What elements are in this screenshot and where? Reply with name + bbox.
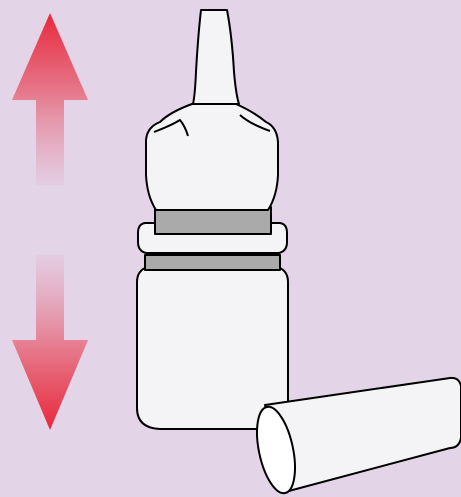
actuator-cap [146,104,278,210]
neck-band [155,207,271,234]
bottle-band [145,255,280,270]
